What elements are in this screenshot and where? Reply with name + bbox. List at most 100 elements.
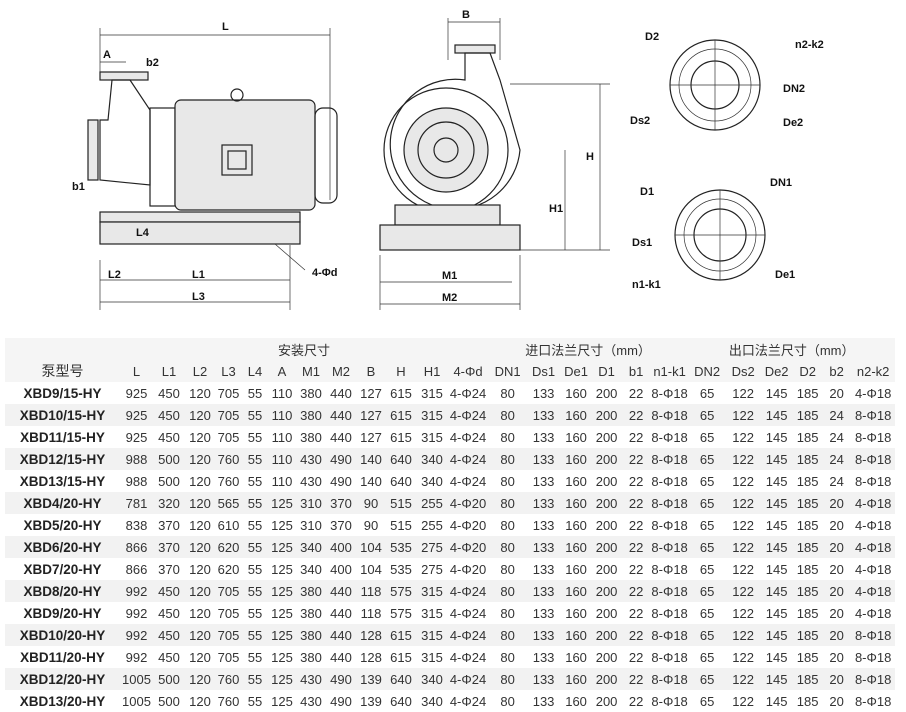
value-cell: 200 [592, 668, 622, 690]
value-cell: 145 [765, 561, 788, 577]
value-cell: 185 [796, 473, 819, 489]
value-cell: 380 [300, 429, 322, 445]
value-cell: 200 [595, 517, 618, 533]
value-cell: 24 [822, 404, 852, 426]
value-cell: 160 [560, 404, 593, 426]
value-cell: 65 [699, 429, 715, 445]
value-cell: 104 [360, 561, 382, 577]
value-cell: 22 [628, 517, 644, 533]
value-cell: 315 [416, 624, 448, 646]
value-cell: 380 [300, 649, 322, 665]
value-cell: 128 [356, 624, 386, 646]
value-cell: 122 [732, 473, 754, 489]
value-cell: 122 [732, 649, 754, 665]
value-cell: 55 [242, 624, 268, 646]
value-cell: 65 [699, 517, 715, 533]
value-cell: 4-Φ18 [851, 492, 896, 514]
value-cell: 380 [296, 624, 326, 646]
value-cell: 122 [732, 693, 754, 709]
value-cell: 22 [621, 624, 652, 646]
value-cell: 8-Φ18 [651, 693, 688, 709]
value-cell: 139 [356, 668, 386, 690]
value-cell: 450 [158, 429, 180, 445]
value-cell: 122 [726, 448, 761, 470]
value-cell: 615 [390, 385, 412, 401]
value-cell: 450 [158, 605, 180, 621]
svg-text:A: A [103, 49, 111, 61]
value-cell: 380 [300, 605, 322, 621]
value-cell: 440 [326, 404, 356, 426]
pump-side-view: L A b2 b1 L4 L2 L1 L3 4-Φd [72, 21, 338, 310]
svg-text:Ds1: Ds1 [632, 237, 652, 249]
value-cell: 22 [628, 649, 644, 665]
svg-text:M2: M2 [442, 292, 457, 304]
value-cell: 120 [185, 448, 215, 470]
svg-text:L1: L1 [192, 269, 205, 281]
value-cell: 127 [360, 385, 382, 401]
value-cell: 90 [356, 492, 386, 514]
value-cell: 380 [300, 385, 322, 401]
value-cell: 640 [386, 448, 416, 470]
value-cell: 705 [217, 605, 240, 621]
value-cell: 80 [488, 404, 528, 426]
value-cell: 8-Φ18 [651, 404, 689, 426]
value-cell: 200 [592, 624, 622, 646]
value-cell: 120 [189, 605, 211, 621]
value-cell: 133 [527, 448, 561, 470]
value-cell: 80 [500, 473, 515, 489]
column-header: b2 [822, 360, 852, 382]
column-header: D2 [793, 360, 823, 382]
value-cell: 440 [330, 429, 352, 445]
value-cell: 160 [565, 605, 587, 621]
value-cell: 22 [628, 605, 644, 621]
value-cell: 133 [532, 561, 555, 577]
value-cell: 145 [760, 624, 794, 646]
value-cell: 160 [565, 517, 587, 533]
value-cell: 200 [595, 561, 618, 577]
svg-text:M1: M1 [442, 270, 457, 282]
value-cell: 575 [390, 605, 412, 621]
column-header: A [268, 360, 296, 382]
model-cell: XBD10/15-HY [5, 404, 120, 426]
model-cell: XBD7/20-HY [23, 561, 102, 577]
column-header: L4 [242, 360, 268, 382]
column-header: De2 [760, 360, 794, 382]
value-cell: 200 [592, 404, 622, 426]
value-cell: 55 [247, 693, 263, 709]
value-cell: 55 [247, 517, 263, 533]
group-outlet-flange: 出口法兰尺寸（mm） [688, 338, 896, 360]
value-cell: 450 [153, 580, 185, 602]
value-cell: 127 [360, 429, 382, 445]
svg-text:D2: D2 [645, 31, 659, 43]
value-cell: 490 [326, 668, 356, 690]
value-cell: 22 [628, 385, 644, 401]
value-cell: 705 [215, 624, 242, 646]
value-cell: 20 [829, 517, 844, 533]
value-cell: 200 [595, 429, 618, 445]
value-cell: 125 [271, 605, 293, 621]
value-cell: 22 [621, 536, 652, 558]
value-cell: 80 [500, 517, 515, 533]
value-cell: 4-Φ20 [449, 517, 487, 533]
value-cell: 65 [688, 448, 727, 470]
value-cell: 110 [271, 473, 293, 489]
model-cell: XBD13/15-HY [19, 473, 106, 489]
value-cell: 65 [688, 404, 727, 426]
value-cell: 122 [732, 605, 754, 621]
value-cell: 120 [185, 404, 215, 426]
value-cell: 80 [500, 385, 515, 401]
value-cell: 8-Φ18 [651, 649, 688, 665]
value-cell: 430 [300, 473, 322, 489]
value-cell: 145 [760, 404, 794, 426]
column-header: M1 [296, 360, 326, 382]
value-cell: 110 [268, 404, 296, 426]
outlet-flange-diagram: D2 n2-k2 DN2 Ds2 De2 [630, 31, 824, 131]
value-cell: 160 [565, 561, 587, 577]
